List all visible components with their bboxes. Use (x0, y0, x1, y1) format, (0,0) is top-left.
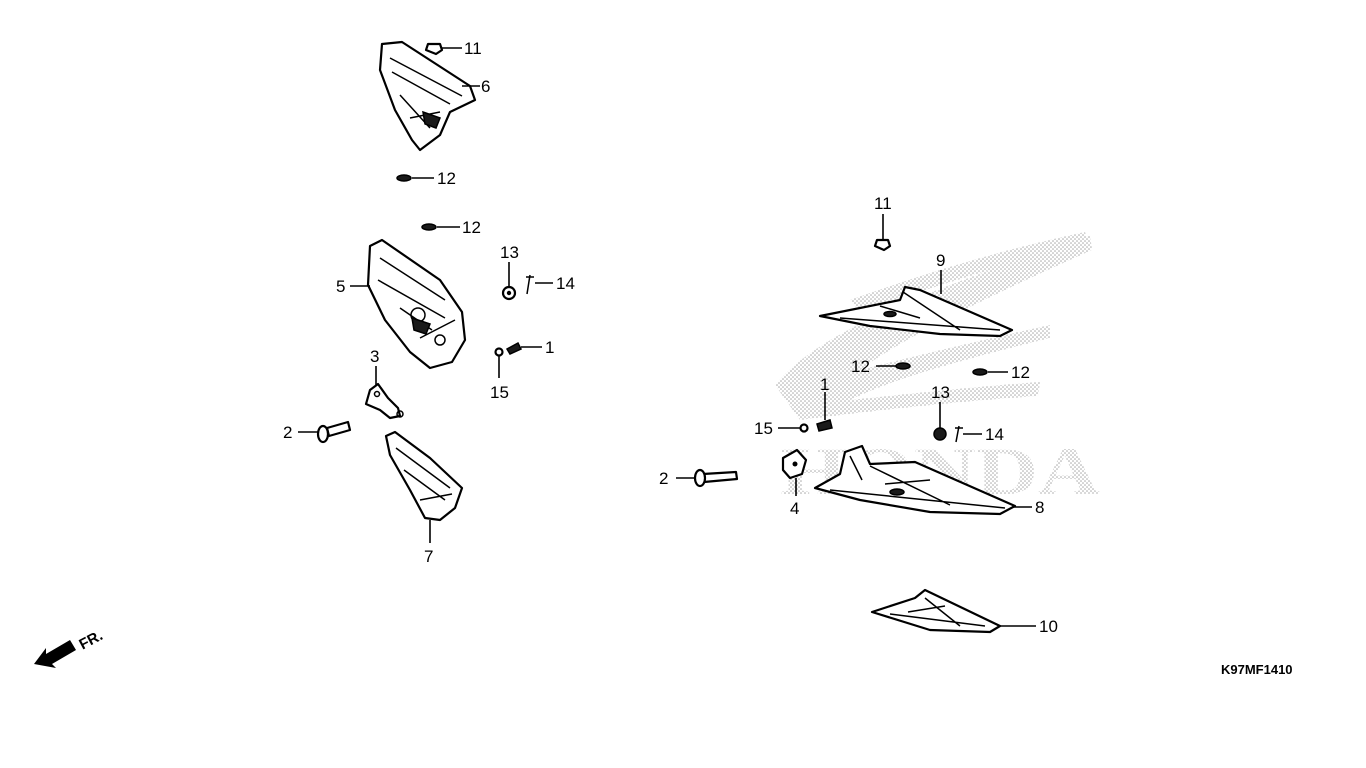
callout-14-left: 14 (556, 274, 575, 293)
callout-1-left: 1 (545, 338, 554, 357)
callout-14-right: 14 (985, 425, 1004, 444)
callout-7: 7 (424, 547, 433, 566)
callout-8: 8 (1035, 498, 1044, 517)
callout-9: 9 (936, 251, 945, 270)
part-2-bolt-right (693, 468, 739, 488)
part-1-screw (505, 341, 523, 355)
callout-15-left: 15 (490, 383, 509, 402)
part-15-washer (494, 347, 504, 357)
part-14-screw (526, 274, 534, 295)
part-15-washer-right (799, 423, 809, 433)
part-8-cover (813, 444, 1017, 516)
callout-12-right-a: 12 (851, 357, 870, 376)
callout-12-left-a: 12 (437, 169, 456, 188)
part-10-cover (870, 588, 1002, 634)
part-12-clip-a (396, 174, 412, 182)
callout-13-right: 13 (931, 383, 950, 402)
part-12-clip-d (972, 368, 988, 376)
part-12-clip-c (895, 362, 911, 370)
part-9-cover (818, 285, 1014, 338)
callout-10: 10 (1039, 617, 1058, 636)
callout-4: 4 (790, 499, 799, 518)
part-14-screw-right (955, 425, 963, 443)
part-2-bolt (316, 420, 352, 444)
front-direction-label: FR. (76, 627, 105, 653)
callout-13-left: 13 (500, 243, 519, 262)
part-13-nut-right (933, 427, 947, 441)
callout-11-right: 11 (874, 194, 892, 213)
part-7-cover (384, 430, 464, 522)
part-3-bracket (364, 382, 404, 420)
part-1-screw-right (816, 419, 833, 432)
callout-12-left-b: 12 (462, 218, 481, 237)
callout-5: 5 (336, 277, 345, 296)
part-11-clip (424, 42, 444, 56)
part-4-bracket (781, 448, 808, 480)
part-12-clip-b (421, 223, 437, 231)
diagram-code: K97MF1410 (1221, 662, 1293, 677)
callout-2-right: 2 (659, 469, 668, 488)
honda-watermark: HONDA (775, 232, 1100, 509)
callout-1-right: 1 (820, 375, 829, 394)
callout-3: 3 (370, 347, 379, 366)
callout-15-right: 15 (754, 419, 773, 438)
part-6-cover (378, 40, 477, 152)
part-5-cover (366, 238, 467, 370)
part-11-clip-right (873, 238, 892, 252)
callout-6: 6 (481, 77, 490, 96)
callout-11-left: 11 (464, 39, 482, 58)
leader-lines (298, 47, 1036, 627)
part-13-nut (501, 285, 517, 301)
callout-2-left: 2 (283, 423, 292, 442)
front-direction-arrow: FR. (34, 627, 106, 668)
callout-12-right-b: 12 (1011, 363, 1030, 382)
